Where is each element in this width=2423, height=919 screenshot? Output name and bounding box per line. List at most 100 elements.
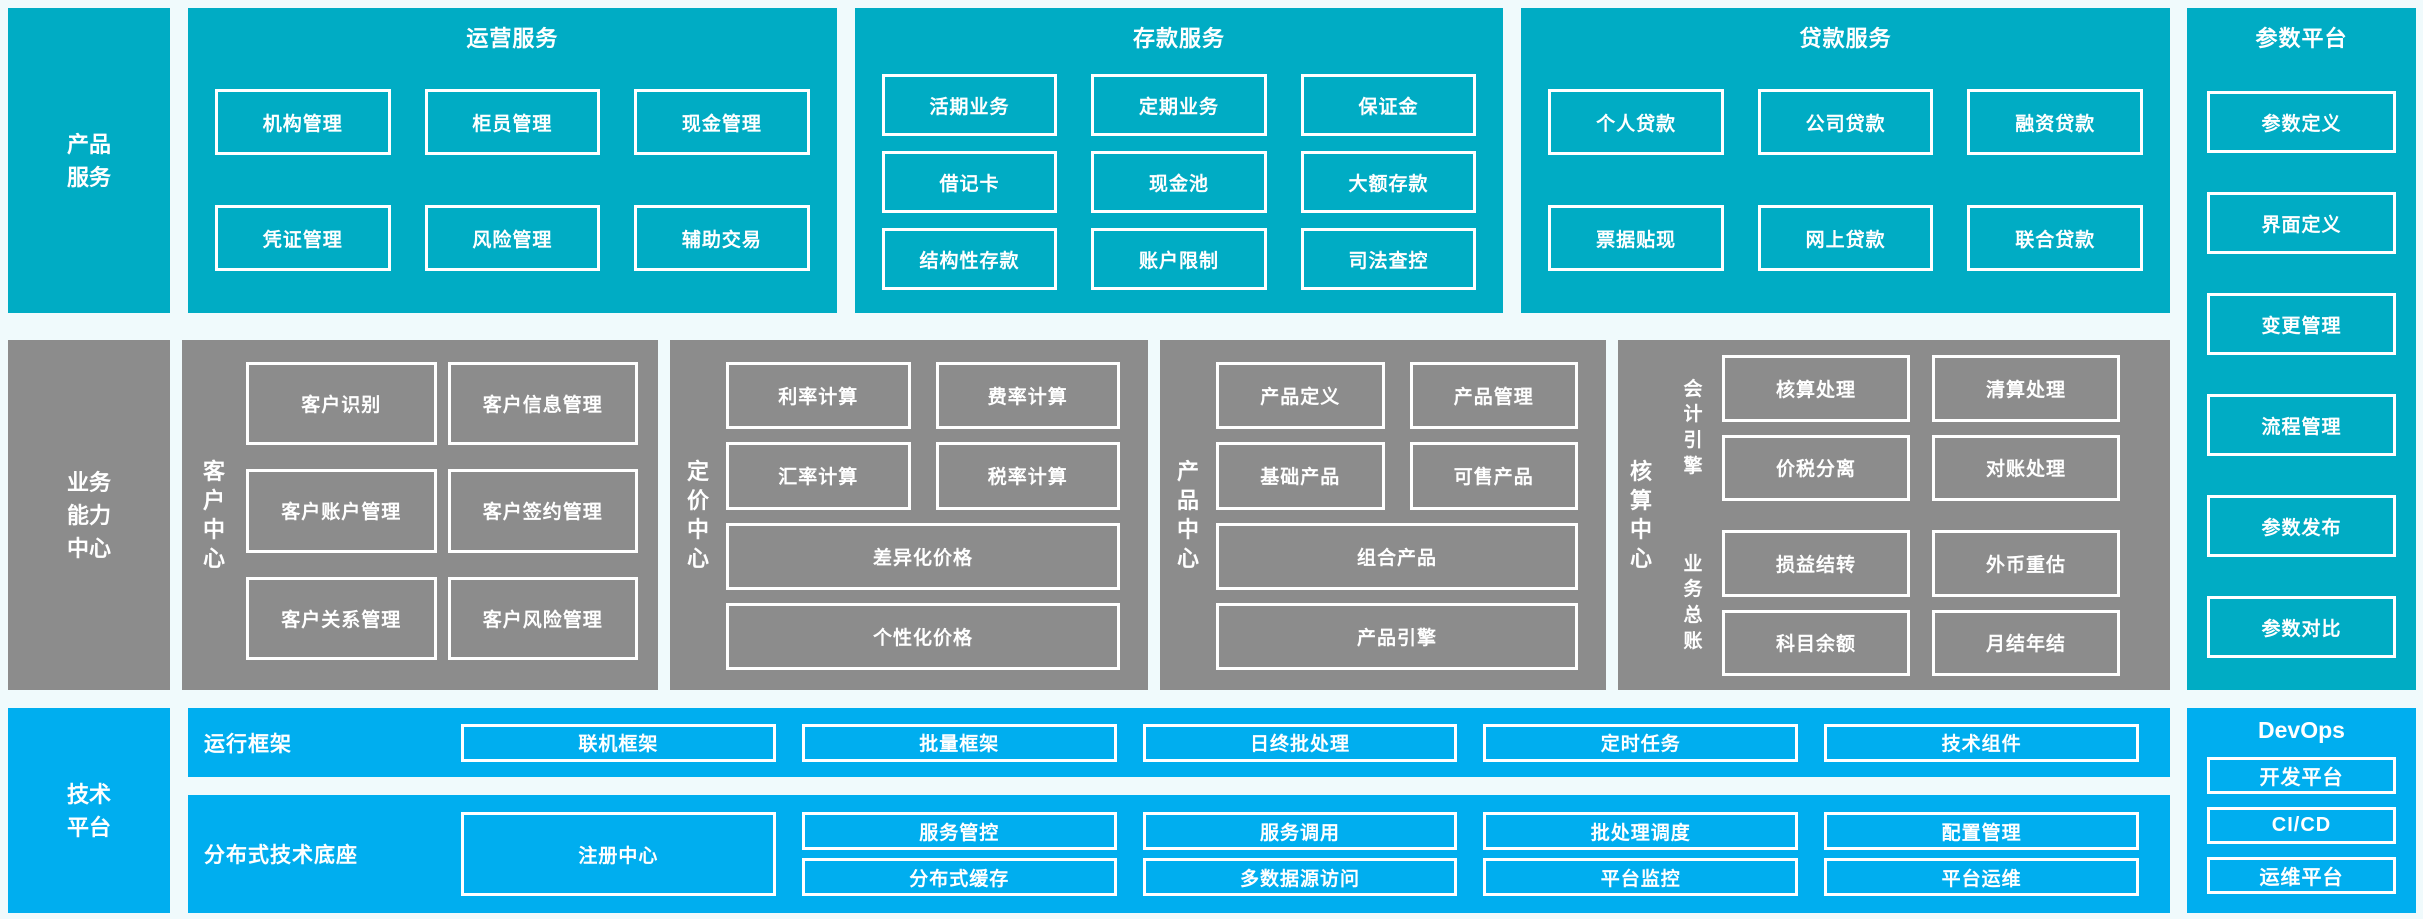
distributed-box: 批处理调度 [1483, 812, 1799, 850]
parameter-platform-title: 参数平台 [2255, 26, 2348, 51]
business-ledger-label: 业务总账 [1683, 553, 1703, 652]
parameter-box: 流程管理 [2207, 394, 2396, 456]
parameter-box: 参数发布 [2207, 495, 2396, 557]
accounting-box: 对账处理 [1932, 434, 2120, 501]
distributed-base-grid: 注册中心 服务管控 服务调用 批处理调度 配置管理 分布式缓存 多数据源访问 平… [461, 812, 2139, 896]
customer-box: 客户账户管理 [246, 469, 437, 553]
pricing-box: 利率计算 [726, 362, 911, 430]
deposits-box: 大额存款 [1300, 151, 1477, 213]
loans-box: 融资贷款 [1967, 89, 2144, 155]
loans-panel: 贷款服务 个人贷款 公司贷款 融资贷款 票据贴现 网上贷款 联合贷款 [1521, 8, 2171, 313]
deposits-box: 活期业务 [881, 74, 1058, 136]
product-center-panel: 产品中心 产品定义 产品管理 基础产品 可售产品 组合产品 产品引擎 [1160, 340, 1606, 690]
deposits-box: 账户限制 [1091, 228, 1267, 290]
operations-box: 现金管理 [634, 89, 810, 155]
parameter-box: 界面定义 [2207, 192, 2396, 254]
product-box: 产品管理 [1409, 362, 1578, 430]
product-box-wide: 组合产品 [1216, 522, 1578, 590]
accounting-box: 核算处理 [1722, 355, 1910, 422]
pricing-box: 税率计算 [935, 442, 1120, 510]
product-services-label: 产品服务 [66, 131, 111, 190]
runtime-framework-label: 运行框架 [204, 732, 292, 756]
runtime-box: 技术组件 [1824, 723, 2139, 762]
deposits-box: 保证金 [1300, 74, 1477, 136]
accounting-engine-group: 会计引擎 核算处理 清算处理 价税分离 对账处理 [1664, 355, 2120, 501]
business-center-label: 业务能力中心 [66, 469, 111, 561]
deposits-box: 现金池 [1091, 151, 1267, 213]
distributed-base-row: 分布式技术底座 注册中心 服务管控 服务调用 批处理调度 配置管理 分布式缓存 … [188, 795, 2170, 913]
pricing-center-panel: 定价中心 利率计算 费率计算 汇率计算 税率计算 差异化价格 个性化价格 [670, 340, 1148, 690]
business-center-band: 业务能力中心 客户中心 客户识别 客户信息管理 客户账户管理 客户签约管理 客户… [8, 340, 2170, 690]
operations-panel: 运营服务 机构管理 柜员管理 现金管理 凭证管理 风险管理 辅助交易 [188, 8, 837, 313]
customer-box: 客户风险管理 [447, 576, 638, 660]
product-box: 基础产品 [1216, 442, 1385, 510]
customer-center-grid: 客户识别 客户信息管理 客户账户管理 客户签约管理 客户关系管理 客户风险管理 [246, 362, 638, 660]
product-services-band: 产品服务 运营服务 机构管理 柜员管理 现金管理 凭证管理 风险管理 辅助交易 … [8, 8, 2171, 313]
distributed-base-label: 分布式技术底座 [204, 844, 358, 867]
runtime-framework-grid: 联机框架 批量框架 日终批处理 定时任务 技术组件 [461, 723, 2139, 762]
deposits-box: 司法查控 [1300, 228, 1477, 290]
loans-box: 票据贴现 [1548, 205, 1724, 271]
accounting-box: 清算处理 [1932, 355, 2120, 422]
pricing-center-grid: 利率计算 费率计算 汇率计算 税率计算 差异化价格 个性化价格 [726, 362, 1120, 670]
ledger-box: 外币重估 [1932, 530, 2120, 597]
product-center-label-col: 产品中心 [1160, 340, 1216, 690]
ledger-box: 月结年结 [1932, 609, 2120, 676]
business-ledger-group: 业务总账 损益结转 外币重估 科目余额 月结年结 [1664, 530, 2120, 676]
operations-box: 风险管理 [424, 205, 601, 271]
runtime-box: 日终批处理 [1142, 723, 1458, 762]
deposits-panel: 存款服务 活期业务 定期业务 保证金 借记卡 现金池 大额存款 结构性存款 账户… [854, 8, 1504, 313]
pricing-box: 汇率计算 [726, 442, 911, 510]
operations-grid: 机构管理 柜员管理 现金管理 凭证管理 风险管理 辅助交易 [215, 89, 810, 271]
pricing-box-wide: 差异化价格 [726, 522, 1120, 590]
accounting-engine-label-col: 会计引擎 [1664, 355, 1722, 501]
accounting-engine-grid: 核算处理 清算处理 价税分离 对账处理 [1722, 355, 2120, 501]
operations-box: 凭证管理 [215, 205, 391, 271]
parameter-box: 变更管理 [2207, 293, 2396, 355]
deposits-box: 结构性存款 [881, 228, 1058, 290]
product-center-label: 产品中心 [1176, 458, 1199, 572]
devops-title: DevOps [2258, 717, 2345, 743]
operations-title: 运营服务 [466, 26, 559, 51]
distributed-box: 平台监控 [1483, 858, 1799, 896]
distributed-box: 服务调用 [1142, 812, 1458, 850]
sidebar-product-services: 产品服务 [8, 8, 170, 313]
deposits-box: 定期业务 [1091, 74, 1267, 136]
operations-box: 柜员管理 [424, 89, 601, 155]
operations-box: 辅助交易 [634, 205, 810, 271]
customer-box: 客户信息管理 [447, 362, 638, 446]
loans-box: 公司贷款 [1757, 89, 1934, 155]
ledger-box: 科目余额 [1722, 609, 1910, 676]
sidebar-business-center: 业务能力中心 [8, 340, 170, 690]
product-box-wide: 产品引擎 [1216, 602, 1578, 670]
parameter-box: 参数对比 [2207, 596, 2396, 658]
accounting-center-label: 核算中心 [1629, 458, 1652, 572]
tech-platform-rows: 运行框架 联机框架 批量框架 日终批处理 定时任务 技术组件 分布式技术底座 注… [188, 708, 2170, 913]
ledger-box: 损益结转 [1722, 530, 1910, 597]
distributed-box: 多数据源访问 [1142, 858, 1458, 896]
accounting-center-label-col: 核算中心 [1618, 340, 1664, 690]
customer-box: 客户关系管理 [246, 576, 437, 660]
distributed-box: 平台运维 [1824, 858, 2139, 896]
customer-center-label-col: 客户中心 [182, 340, 246, 690]
parameter-platform-panel: 参数平台 参数定义 界面定义 变更管理 流程管理 参数发布 参数对比 [2187, 8, 2416, 690]
deposits-box: 借记卡 [881, 151, 1058, 213]
loans-title: 贷款服务 [1799, 26, 1892, 51]
tech-platform-label: 技术平台 [66, 781, 111, 840]
runtime-framework-row: 运行框架 联机框架 批量框架 日终批处理 定时任务 技术组件 [188, 708, 2170, 777]
customer-center-panel: 客户中心 客户识别 客户信息管理 客户账户管理 客户签约管理 客户关系管理 客户… [182, 340, 658, 690]
devops-box: 运维平台 [2207, 857, 2396, 894]
pricing-box: 费率计算 [935, 362, 1120, 430]
deposits-title: 存款服务 [1133, 26, 1226, 51]
business-ledger-label-col: 业务总账 [1664, 530, 1722, 676]
tech-platform-band: 技术平台 运行框架 联机框架 批量框架 日终批处理 定时任务 技术组件 分布式技… [8, 708, 2170, 913]
customer-box: 客户签约管理 [447, 469, 638, 553]
pricing-center-label-col: 定价中心 [670, 340, 726, 690]
loans-box: 联合贷款 [1967, 205, 2144, 271]
accounting-engine-label: 会计引擎 [1683, 378, 1703, 477]
parameter-box: 参数定义 [2207, 91, 2396, 153]
sidebar-tech-platform: 技术平台 [8, 708, 170, 913]
loans-grid: 个人贷款 公司贷款 融资贷款 票据贴现 网上贷款 联合贷款 [1548, 89, 2144, 271]
distributed-box: 服务管控 [801, 812, 1117, 850]
runtime-box: 定时任务 [1483, 723, 1799, 762]
